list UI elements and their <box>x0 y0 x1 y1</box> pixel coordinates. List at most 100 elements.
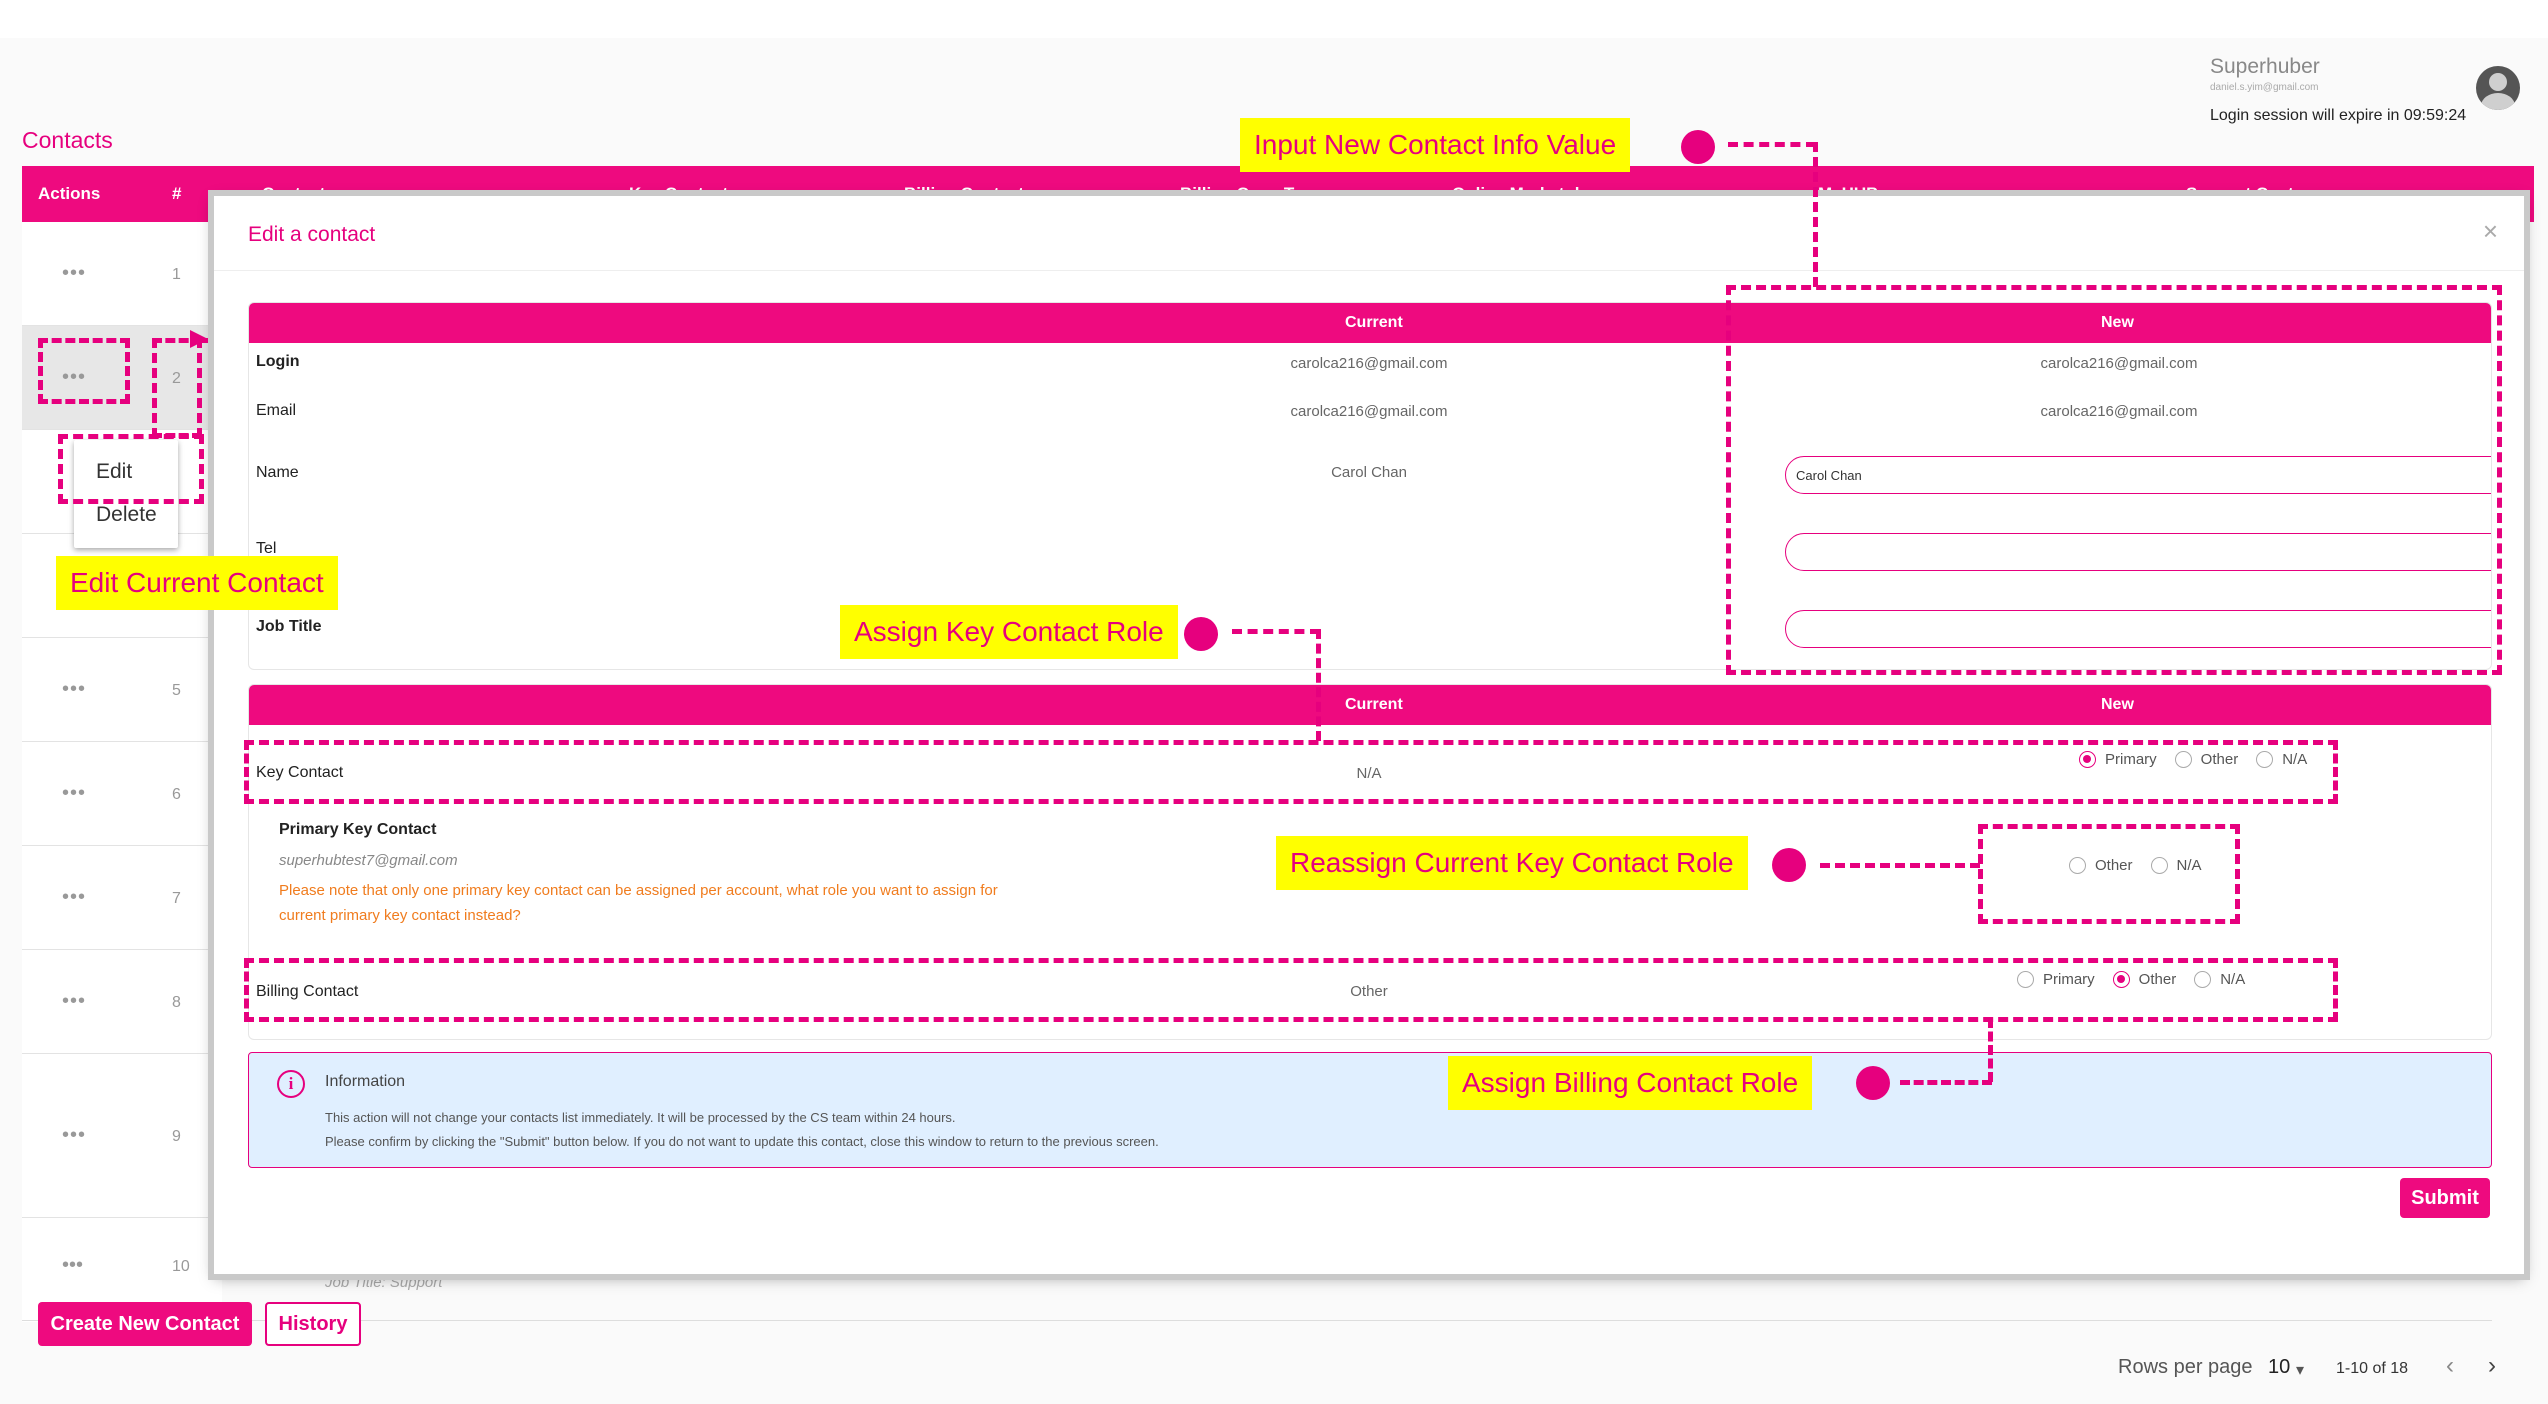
current-column-header: Current <box>1345 314 1403 331</box>
radio-icon <box>2194 971 2212 988</box>
email-new: carolca216@gmail.com <box>2040 403 2198 420</box>
radio-icon <box>2174 751 2192 768</box>
annotation-connector <box>1813 142 1818 287</box>
annotation-pin <box>1856 1066 1890 1100</box>
job-title-input[interactable] <box>1785 610 2491 648</box>
email-label: Email <box>256 402 297 419</box>
annotation-connector <box>1728 142 1816 147</box>
table-row[interactable]: ••• 1 <box>22 222 222 326</box>
info-panel-header: Current New <box>249 303 2491 343</box>
key-contact-label: Key Contact <box>256 764 344 781</box>
new-column-header: New <box>2101 314 2134 331</box>
arrow-right-icon <box>190 330 208 348</box>
annotation-assign-billing: Assign Billing Contact Role <box>1448 1056 1813 1110</box>
annotation-box-reassign <box>1978 824 2240 924</box>
table-row-selected[interactable]: ••• 2 <box>22 326 222 430</box>
annotation-connector <box>1988 1018 1993 1082</box>
create-new-contact-button[interactable]: Create New Contact <box>38 1302 252 1346</box>
next-page-icon[interactable]: › <box>2488 1352 2496 1379</box>
annotation-box-key-contact <box>244 740 2338 804</box>
row-actions-icon[interactable]: ••• <box>62 1124 87 1146</box>
billing-contact-label: Billing Contact <box>256 983 359 1000</box>
row-actions-icon[interactable]: ••• <box>62 678 87 700</box>
annotation-connector <box>1820 863 1980 868</box>
row-number: 2 <box>172 370 181 387</box>
radio-icon <box>2017 971 2034 988</box>
annotation-connector <box>1232 629 1320 634</box>
login-new: carolca216@gmail.com <box>2040 355 2198 372</box>
rows-per-page-label: Rows per page <box>2118 1356 2253 1378</box>
row-actions-icon[interactable]: ••• <box>62 262 87 284</box>
row-actions-icon[interactable]: ••• <box>62 990 87 1012</box>
login-current: carolca216@gmail.com <box>1290 355 1448 372</box>
row-number: 8 <box>172 994 181 1011</box>
submit-button[interactable]: Submit <box>2400 1178 2490 1218</box>
annotation-edit-current: Edit Current Contact <box>56 556 338 610</box>
billing-na-radio[interactable]: N/A <box>2194 971 2245 988</box>
name-current: Carol Chan <box>1331 464 1407 481</box>
key-contact-na-radio[interactable]: N/A <box>2256 751 2307 768</box>
row-number: 7 <box>172 890 181 907</box>
row-number: 1 <box>172 266 181 283</box>
row-actions-icon[interactable]: ••• <box>62 1254 84 1276</box>
user-name: Superhuber <box>2210 55 2320 78</box>
key-contact-current: N/A <box>1356 765 1382 782</box>
tel-input[interactable] <box>1785 533 2491 571</box>
name-input[interactable] <box>1785 456 2491 494</box>
col-actions: Actions <box>38 184 101 203</box>
annotation-connector <box>1316 629 1321 741</box>
radio-icon <box>2069 857 2086 874</box>
table-row[interactable]: ••• 8 <box>22 950 222 1054</box>
modal-divider <box>214 270 2524 271</box>
key-contact-other-radio[interactable]: Other <box>2174 751 2238 768</box>
billing-primary-radio[interactable]: Primary <box>2017 971 2095 988</box>
reassign-key-role-options: Other N/A <box>2069 857 2220 874</box>
billing-contact-current: Other <box>1350 983 1388 1000</box>
role-panel-header: Current New <box>249 685 2491 725</box>
row-actions-icon[interactable]: ••• <box>62 886 87 908</box>
contact-info-panel: Current New Login carolca216@gmail.com c… <box>248 302 2492 670</box>
avatar-icon[interactable] <box>2476 66 2520 110</box>
primary-key-contact-email: superhubtest7@gmail.com <box>279 852 458 869</box>
information-box: i Information This action will not chang… <box>248 1052 2492 1168</box>
session-timer: Login session will expire in 09:59:24 <box>2210 107 2467 124</box>
chevron-down-icon[interactable]: ▾ <box>2296 1362 2305 1379</box>
annotation-box-new-values <box>1726 285 2502 675</box>
new-column-header: New <box>2101 696 2134 713</box>
annotation-box-edit-menu <box>58 434 204 504</box>
annotation-pin <box>1772 848 1806 882</box>
col-number: # <box>172 184 182 203</box>
table-row[interactable]: ••• 9 <box>22 1054 222 1218</box>
modal-title: Edit a contact <box>248 223 376 246</box>
delete-menu-item[interactable]: Delete <box>96 503 157 526</box>
radio-checked-icon <box>2112 971 2130 988</box>
radio-icon <box>2150 857 2168 874</box>
information-line-2: Please confirm by clicking the "Submit" … <box>325 1134 1159 1149</box>
annotation-pin <box>1184 617 1218 651</box>
row-number: 9 <box>172 1128 181 1145</box>
billing-other-radio[interactable]: Other <box>2112 971 2176 988</box>
pagination-range: 1-10 of 18 <box>2336 1360 2409 1377</box>
key-contact-primary-radio[interactable]: Primary <box>2079 751 2157 768</box>
page-title: Contacts <box>22 127 113 153</box>
table-row[interactable]: ••• 6 <box>22 742 222 846</box>
annotation-box-row-number <box>152 338 202 438</box>
information-line-1: This action will not change your contact… <box>325 1110 956 1125</box>
tel-label: Tel <box>256 540 277 557</box>
table-row[interactable]: ••• 7 <box>22 846 222 950</box>
edit-menu-item[interactable]: Edit <box>96 460 133 483</box>
primary-key-contact-label: Primary Key Contact <box>279 821 437 838</box>
annotation-assign-key: Assign Key Contact Role <box>840 605 1178 659</box>
table-row[interactable]: ••• 5 <box>22 638 222 742</box>
row-actions-icon[interactable]: ••• <box>62 366 87 388</box>
row-actions-icon[interactable]: ••• <box>62 782 87 804</box>
job-title-label: Job Title <box>256 618 322 635</box>
close-icon[interactable]: × <box>2482 216 2498 246</box>
rows-per-page-select[interactable]: 10 <box>2268 1356 2291 1378</box>
information-title: Information <box>325 1073 406 1090</box>
reassign-other-radio[interactable]: Other <box>2069 857 2133 874</box>
reassign-na-radio[interactable]: N/A <box>2150 857 2202 874</box>
history-button[interactable]: History <box>265 1302 361 1346</box>
prev-page-icon[interactable]: ‹ <box>2446 1352 2454 1379</box>
annotation-input-new: Input New Contact Info Value <box>1240 118 1631 172</box>
